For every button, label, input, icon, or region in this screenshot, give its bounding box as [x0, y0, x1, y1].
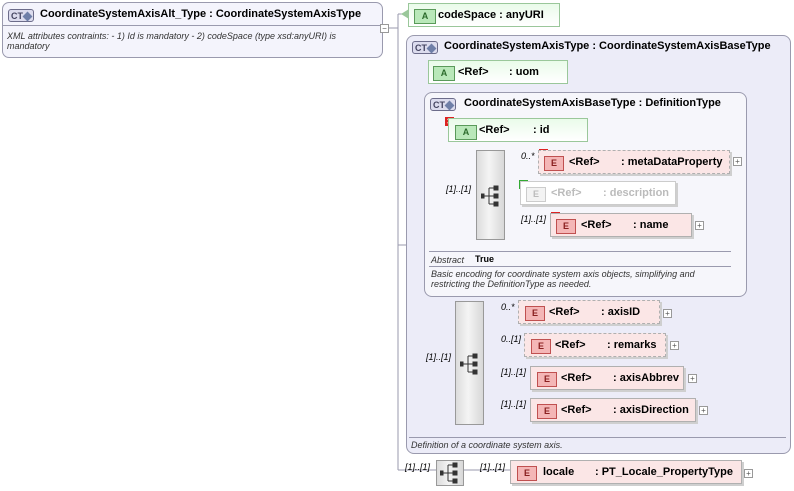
axis-type-title: CoordinateSystemAxisType : CoordinateSys…	[444, 40, 771, 52]
complex-type-icon: CT	[412, 41, 438, 54]
expand-icon[interactable]: +	[733, 157, 742, 166]
element-icon: E	[525, 306, 545, 321]
attribute-icon: A	[414, 9, 436, 24]
divider	[3, 25, 382, 26]
element-name: : description	[603, 187, 670, 199]
element-ref: <Ref>	[569, 156, 600, 168]
element-icon: E	[517, 466, 537, 481]
element-icon: E	[556, 219, 576, 234]
element-locale[interactable]: E locale : PT_Locale_PropertyType	[510, 460, 742, 484]
root-type-title: CoordinateSystemAxisAlt_Type : Coordinat…	[40, 8, 362, 20]
attribute-codespace-label: codeSpace : anyURI	[438, 9, 544, 21]
attribute-id[interactable]: A <Ref> : id	[448, 118, 588, 142]
element-description[interactable]: E <Ref> : description	[520, 181, 676, 205]
element-type: : PT_Locale_PropertyType	[595, 466, 733, 478]
divider	[409, 437, 786, 438]
attribute-icon: A	[433, 66, 455, 81]
element-icon: E	[537, 404, 557, 419]
expand-icon[interactable]: +	[695, 221, 704, 230]
element-name: : axisID	[601, 306, 641, 318]
element-axisid[interactable]: E <Ref> : axisID	[518, 300, 660, 324]
cardinality-label: [1]..[1]	[446, 184, 472, 194]
element-icon: E	[531, 339, 551, 354]
complex-type-icon: CT	[8, 9, 34, 22]
cardinality-label: [1]..[1]	[426, 352, 452, 362]
sequence-icon	[440, 462, 458, 484]
element-metadataproperty[interactable]: E <Ref> : metaDataProperty	[538, 150, 730, 174]
element-icon: E	[526, 187, 546, 202]
element-name: : name	[633, 219, 669, 231]
expand-icon[interactable]: +	[699, 406, 708, 415]
element-name-node[interactable]: E <Ref> : name	[550, 213, 692, 237]
element-ref: <Ref>	[561, 372, 592, 384]
element-ref: <Ref>	[551, 187, 582, 199]
cardinality-label: [1]..[1]	[405, 462, 431, 472]
expand-icon[interactable]: +	[744, 469, 753, 478]
collapse-icon[interactable]: −	[380, 24, 389, 33]
element-axisdirection[interactable]: E <Ref> : axisDirection	[530, 398, 696, 422]
cardinality-label: 0..*	[521, 151, 535, 161]
abstract-label: Abstract	[431, 255, 465, 265]
cardinality-label: 0..[1]	[501, 334, 522, 344]
attribute-id-name: : id	[533, 124, 550, 136]
element-name: : axisDirection	[613, 404, 689, 416]
element-name: : remarks	[607, 339, 657, 351]
cardinality-label: [1]..[1]	[521, 214, 547, 224]
element-icon: E	[544, 156, 564, 171]
attribute-icon: A	[455, 125, 477, 140]
attribute-codespace[interactable]: A codeSpace : anyURI	[401, 3, 560, 27]
attribute-uom-name: : uom	[509, 66, 539, 78]
sequence-icon	[460, 353, 478, 375]
cardinality-label: 0..*	[501, 302, 515, 312]
expand-icon[interactable]: +	[688, 374, 697, 383]
attribute-uom[interactable]: A <Ref> : uom	[428, 60, 568, 84]
cardinality-label: [1]..[1]	[501, 399, 527, 409]
cardinality-label: [1]..[1]	[480, 462, 506, 472]
expand-icon[interactable]: +	[670, 341, 679, 350]
element-name: : axisAbbrev	[613, 372, 680, 384]
root-complex-type[interactable]: CT CoordinateSystemAxisAlt_Type : Coordi…	[2, 2, 383, 58]
root-documentation: XML attributes contraints: - 1) Id is ma…	[7, 31, 336, 51]
element-ref: <Ref>	[561, 404, 592, 416]
base-type-documentation: Basic encoding for coordinate system axi…	[431, 269, 695, 289]
element-name: locale	[543, 466, 575, 478]
complex-type-icon: CT	[430, 98, 456, 111]
divider	[429, 266, 731, 267]
element-ref: <Ref>	[555, 339, 586, 351]
element-name: : metaDataProperty	[621, 156, 723, 168]
attribute-id-ref: <Ref>	[479, 124, 510, 136]
cardinality-label: [1]..[1]	[501, 367, 527, 377]
sequence-icon	[481, 185, 499, 207]
element-icon: E	[537, 372, 557, 387]
element-axisabbrev[interactable]: E <Ref> : axisAbbrev	[530, 366, 684, 390]
divider	[429, 251, 731, 252]
element-ref: <Ref>	[549, 306, 580, 318]
element-remarks[interactable]: E <Ref> : remarks	[524, 333, 666, 357]
element-ref: <Ref>	[581, 219, 612, 231]
attribute-uom-ref: <Ref>	[458, 66, 489, 78]
abstract-value: True	[475, 254, 495, 264]
axis-type-documentation: Definition of a coordinate system axis.	[411, 440, 563, 450]
base-type-title: CoordinateSystemAxisBaseType : Definitio…	[464, 97, 721, 109]
expand-icon[interactable]: +	[663, 309, 672, 318]
